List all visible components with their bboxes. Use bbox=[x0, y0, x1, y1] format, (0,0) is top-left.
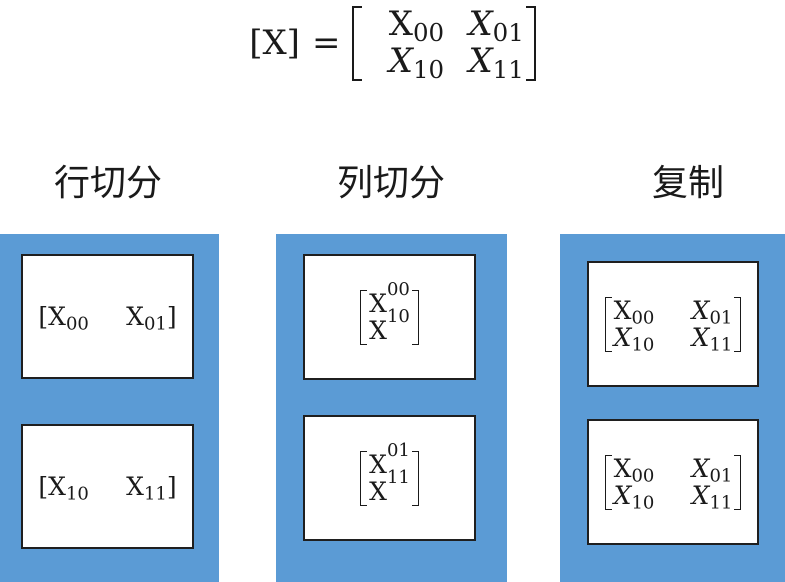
matrix-definition-formula: [X] = X00 X01 X10 X11 bbox=[0, 4, 785, 83]
matrix-cell-base: X bbox=[388, 4, 413, 44]
left-bracket bbox=[352, 6, 363, 81]
cell-base: X bbox=[613, 323, 632, 352]
matrix-cell-subscript: 01 bbox=[492, 18, 524, 48]
formula-lhs: [X] bbox=[249, 23, 300, 64]
title-replicate: 复制 bbox=[651, 163, 724, 204]
full-matrix: X00 X01 X10 X11 bbox=[604, 295, 742, 354]
title-row-split: 行切分 bbox=[53, 163, 162, 204]
cell-base: X bbox=[613, 481, 632, 510]
cell-subscript: 10 bbox=[631, 334, 655, 356]
cell-subscript: 11 bbox=[386, 467, 410, 488]
cell-base: X bbox=[613, 295, 632, 325]
cell-base: X bbox=[126, 472, 144, 501]
open-bracket: [ bbox=[38, 302, 49, 331]
cell-subscript: 00 bbox=[631, 307, 655, 328]
cell-base: X bbox=[48, 302, 66, 331]
cell-subscript: 00 bbox=[65, 313, 89, 335]
cell-subscript: 10 bbox=[65, 483, 89, 505]
title-column-split: 列切分 bbox=[336, 163, 445, 204]
cell-subscript: 01 bbox=[709, 465, 733, 486]
cell-base: X bbox=[691, 323, 710, 352]
left-bracket bbox=[360, 289, 368, 345]
cell-subscript: 01 bbox=[386, 439, 410, 461]
left-bracket bbox=[604, 454, 612, 510]
right-bracket bbox=[525, 6, 536, 81]
right-bracket bbox=[411, 289, 419, 345]
right-bracket bbox=[734, 296, 742, 352]
replicate-box-1: X00 X01 X10 X11 bbox=[587, 261, 759, 387]
right-bracket bbox=[734, 454, 742, 510]
cell-subscript: 10 bbox=[631, 492, 655, 514]
formula-matrix: X00 X01 X10 X11 bbox=[352, 4, 536, 83]
cell-base: X bbox=[369, 288, 387, 318]
cell-base: X bbox=[691, 453, 710, 483]
left-bracket bbox=[360, 450, 368, 506]
cell-base: X bbox=[126, 302, 144, 331]
cell-base: X bbox=[369, 316, 387, 345]
cell-subscript: 00 bbox=[631, 465, 655, 486]
left-bracket bbox=[604, 296, 612, 352]
row-split-box-1: [ X00 X01 ] bbox=[21, 254, 194, 379]
matrix-row: X00 X01 bbox=[364, 4, 524, 45]
matrix-cell-subscript: 00 bbox=[412, 18, 445, 48]
open-bracket: [ bbox=[38, 472, 49, 501]
matrix-cell-base: X bbox=[468, 41, 493, 82]
matrix-cell-base: X bbox=[388, 41, 413, 82]
cell-base: X bbox=[613, 453, 632, 483]
cell-subscript: 11 bbox=[709, 334, 733, 356]
cell-subscript: 01 bbox=[143, 313, 167, 335]
matrix-cell-subscript: 11 bbox=[492, 55, 524, 85]
cell-base: X bbox=[691, 481, 710, 510]
matrix-cell-base: X bbox=[468, 4, 493, 44]
close-bracket: ] bbox=[166, 302, 177, 331]
cell-subscript: 11 bbox=[709, 492, 733, 514]
cell-subscript: 11 bbox=[143, 483, 167, 505]
replicate-box-2: X00 X01 X10 X11 bbox=[587, 419, 759, 545]
right-bracket bbox=[411, 450, 419, 506]
cell-base: X bbox=[369, 449, 387, 479]
cell-base: X bbox=[691, 295, 710, 325]
close-bracket: ] bbox=[166, 472, 177, 501]
cell-base: X bbox=[369, 477, 387, 506]
cell-base: X bbox=[48, 472, 66, 501]
matrix-row: X10 X11 bbox=[364, 41, 524, 83]
cell-subscript: 10 bbox=[386, 306, 410, 327]
matrix-cell-subscript: 10 bbox=[412, 55, 445, 85]
row-split-box-2: [ X10 X11 ] bbox=[21, 424, 194, 549]
cell-subscript: 00 bbox=[386, 278, 410, 300]
full-matrix: X00 X01 X10 X11 bbox=[604, 453, 742, 512]
cell-subscript: 01 bbox=[709, 307, 733, 328]
formula-equals: = bbox=[311, 23, 341, 64]
